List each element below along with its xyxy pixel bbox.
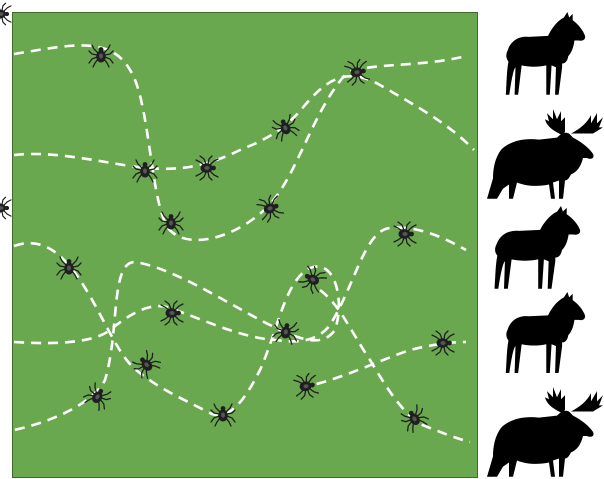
tick-icon [0,2,12,26]
tick-path-4 [13,226,467,345]
moose-cow-icon [494,206,581,289]
tick-icon [0,196,12,220]
tick-path-3 [13,241,341,432]
edge-ticks [0,2,12,220]
moose-column [487,12,603,477]
grassland-field [12,12,478,478]
tick-paths [13,44,475,444]
tick-path-1 [13,44,467,242]
moose-cow-icon [505,12,586,95]
moose-bull-icon [487,109,603,199]
moose-cow-icon [505,292,586,373]
tick-path-2 [13,74,475,171]
tick-path-5 [319,288,471,444]
moose-bull-icon [487,387,603,477]
